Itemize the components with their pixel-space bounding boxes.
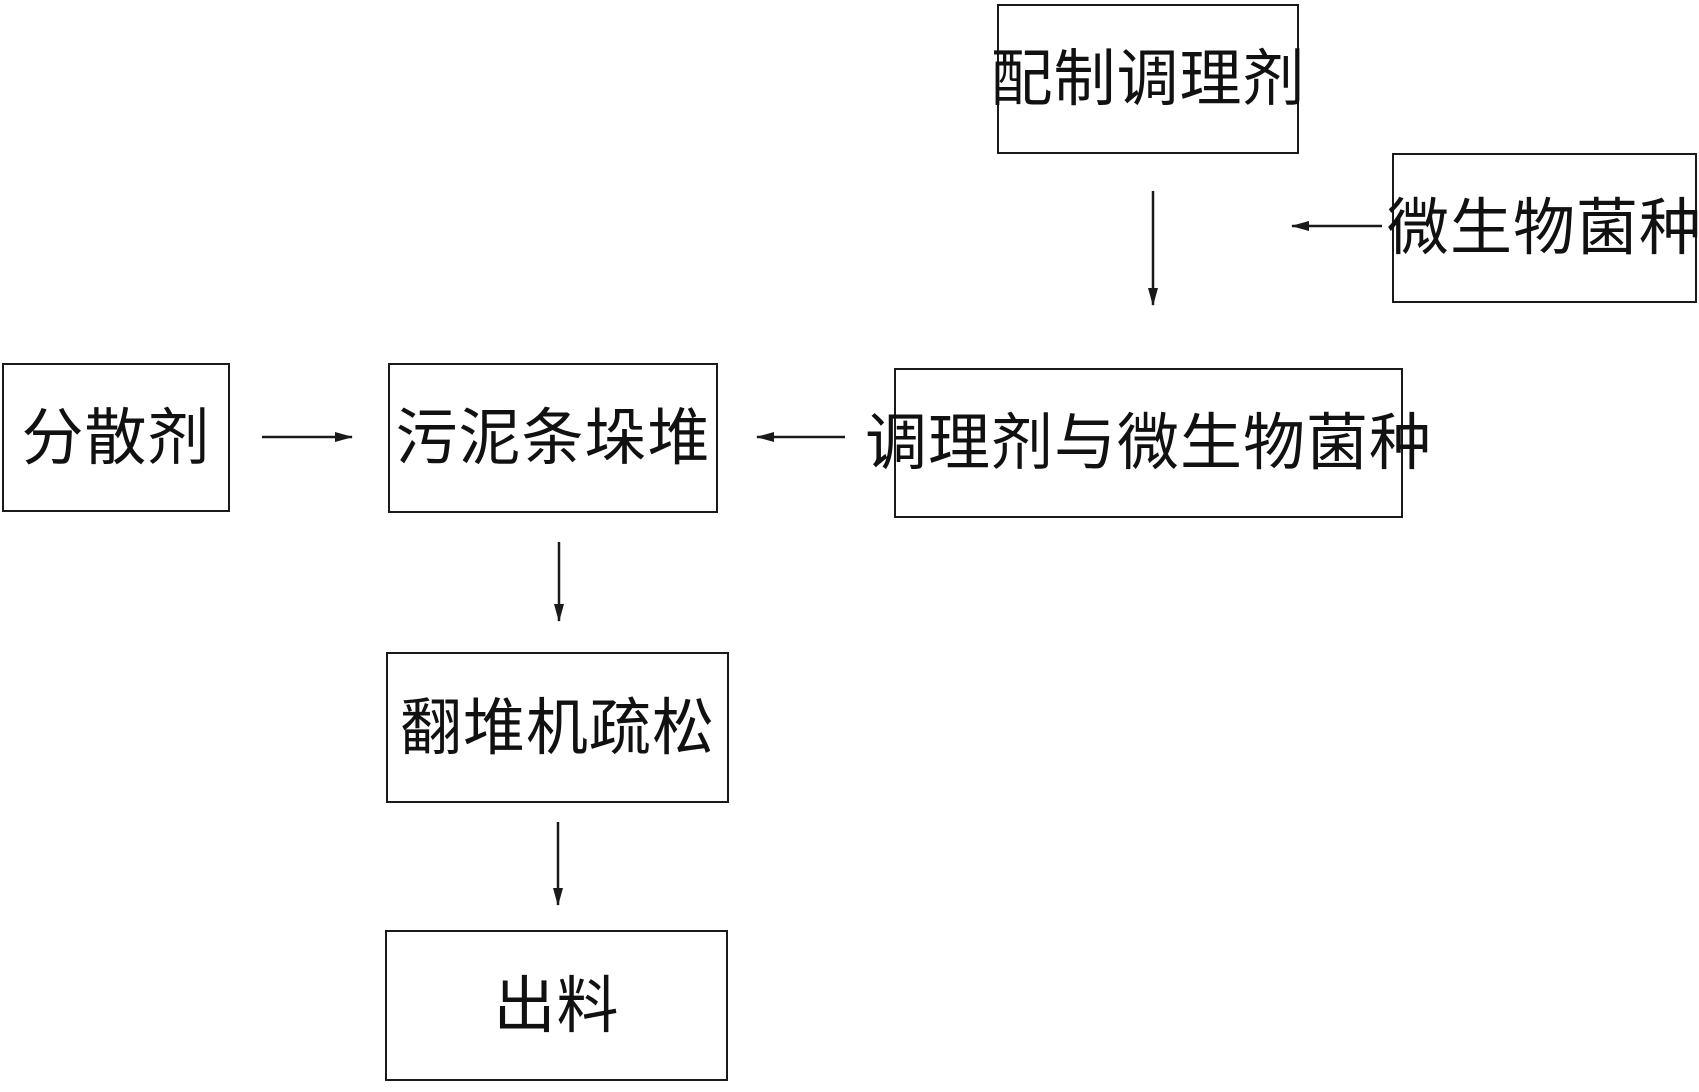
box-sludge-windrow-label: 污泥条垛堆 bbox=[395, 401, 711, 474]
box-microbial-strain-label: 微生物菌种 bbox=[1387, 191, 1699, 264]
box-conditioner-and-strain-label: 调理剂与微生物菌种 bbox=[865, 406, 1433, 479]
box-prepare-conditioner: 配制调理剂 bbox=[991, 4, 1305, 154]
box-sludge-windrow: 污泥条垛堆 bbox=[388, 363, 718, 513]
box-discharge-label: 出料 bbox=[493, 968, 620, 1042]
box-prepare-conditioner-label: 配制调理剂 bbox=[990, 42, 1306, 115]
box-turner-loosening: 翻堆机疏松 bbox=[386, 652, 729, 803]
box-dispersant-label: 分散剂 bbox=[21, 400, 211, 474]
box-dispersant: 分散剂 bbox=[2, 363, 230, 512]
box-microbial-strain: 微生物菌种 bbox=[1387, 153, 1699, 303]
box-conditioner-and-strain: 调理剂与微生物菌种 bbox=[865, 368, 1431, 518]
box-turner-loosening-label: 翻堆机疏松 bbox=[399, 690, 715, 764]
box-discharge: 出料 bbox=[385, 930, 728, 1081]
